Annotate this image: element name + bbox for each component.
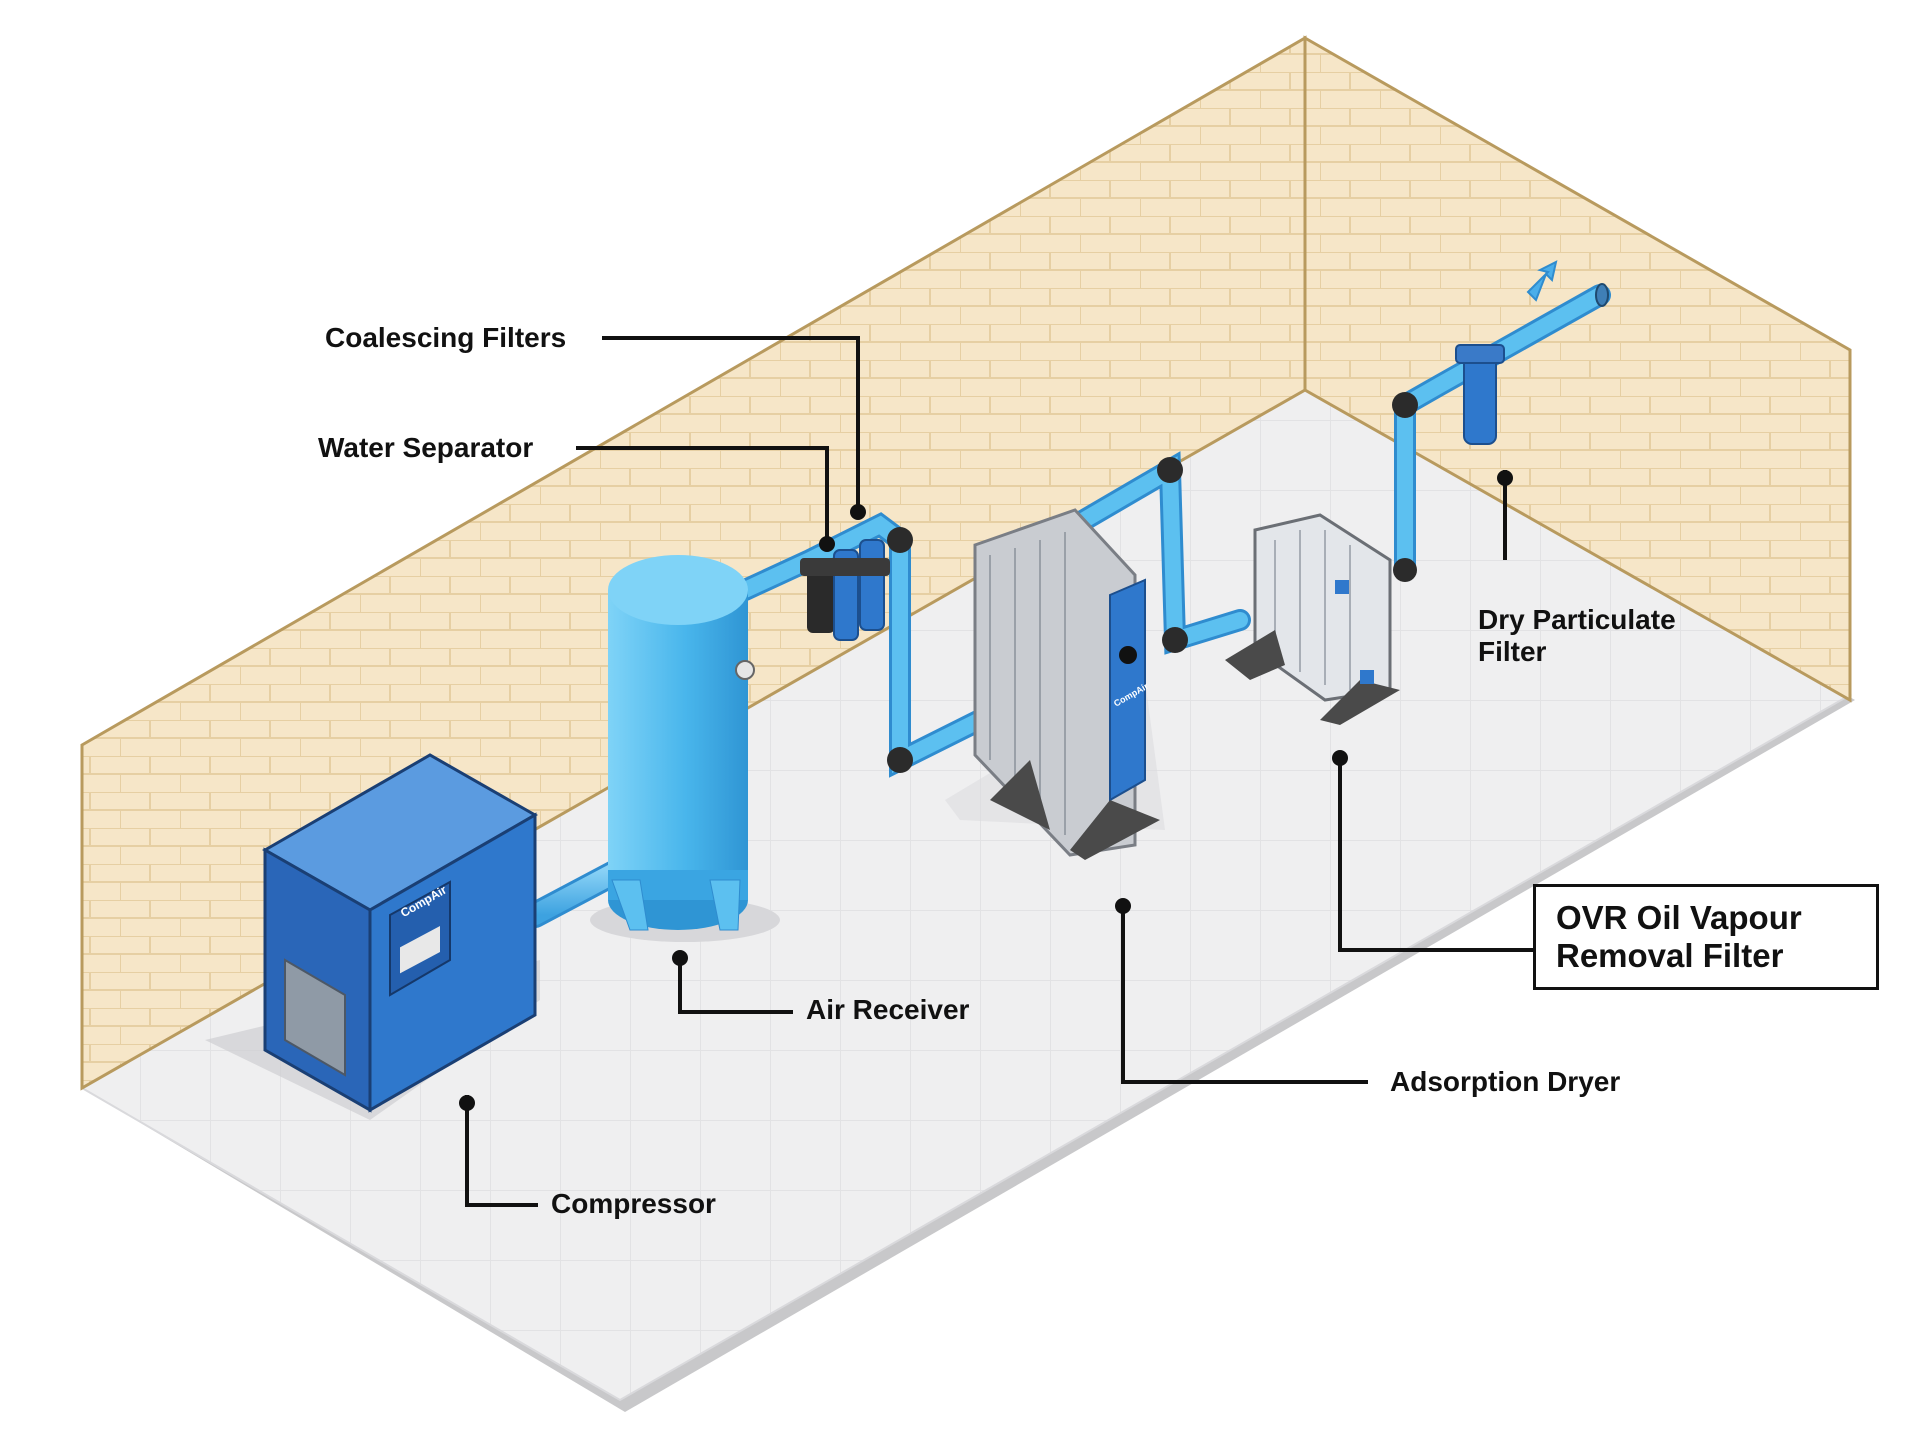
label-air-receiver: Air Receiver	[806, 994, 969, 1026]
label-ovr-line2: Removal Filter	[1556, 937, 1784, 974]
label-coalescing-filters-text: Coalescing Filters	[325, 322, 567, 353]
flow-direction-arrow-icon	[1526, 260, 1558, 302]
label-adsorption-dryer: Adsorption Dryer	[1390, 1066, 1620, 1098]
right-wall	[1303, 35, 1852, 703]
leader-dots	[459, 470, 1513, 1111]
ovr-filter	[1225, 513, 1400, 725]
label-coalescing-filters: Coalescing Filters	[325, 322, 566, 354]
filter-assembly	[800, 539, 890, 641]
label-water-separator-text: Water Separator	[318, 432, 534, 463]
air-receiver-tank	[590, 555, 780, 942]
label-water-separator: Water Separator	[318, 432, 533, 464]
adsorption-dryer	[945, 508, 1165, 860]
compressor-unit	[205, 753, 540, 1120]
label-compressor: Compressor	[551, 1188, 716, 1220]
pipe-elbows	[887, 392, 1418, 773]
leader-lines	[465, 336, 1538, 1207]
label-air-receiver-text: Air Receiver	[806, 994, 970, 1025]
piping	[522, 283, 1611, 928]
label-dry-particulate-filter: Dry Particulate Filter	[1478, 604, 1676, 668]
label-dry-particulate-line1: Dry Particulate	[1478, 604, 1676, 635]
label-ovr-filter-box: OVR Oil Vapour Removal Filter	[1533, 884, 1879, 990]
label-dry-particulate-line2: Filter	[1478, 636, 1547, 667]
label-ovr-line1: OVR Oil Vapour	[1556, 899, 1802, 936]
label-adsorption-dryer-text: Adsorption Dryer	[1390, 1066, 1621, 1097]
label-compressor-text: Compressor	[551, 1188, 716, 1219]
dry-particulate-filter	[1455, 344, 1505, 445]
